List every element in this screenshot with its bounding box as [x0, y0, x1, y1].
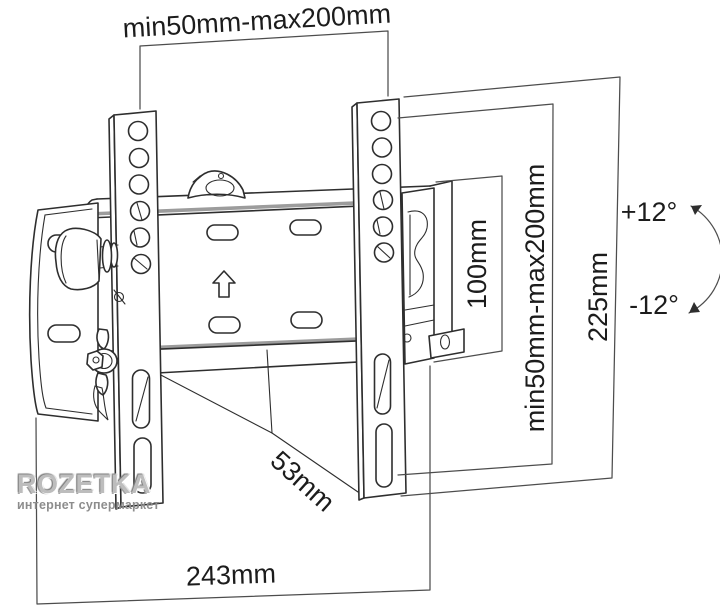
- tilt-arrow-down-icon: [689, 302, 700, 313]
- mount-slot: [208, 316, 241, 334]
- dim-top-width-line: [139, 30, 389, 110]
- watermark: ROZETKA интернет супермаркет: [17, 471, 160, 512]
- dim-overall-height-line: [400, 76, 621, 497]
- right-clamp-assembly: [401, 187, 465, 365]
- mount-slot: [206, 224, 239, 241]
- watermark-tagline: интернет супермаркет: [17, 498, 160, 512]
- depth-projection-lines: [156, 349, 359, 493]
- watermark-brand: ROZETKA: [17, 469, 151, 499]
- dim-vesa-vertical-line: [433, 175, 503, 363]
- locking-clip: [187, 170, 246, 199]
- mount-slot: [290, 311, 323, 329]
- up-arrow-icon: [212, 270, 236, 298]
- left-side-assembly: [28, 202, 119, 422]
- dim-overall-width-label: 243mm: [185, 558, 276, 591]
- dim-overall-width-line: [35, 365, 431, 605]
- tilt-arc: [688, 205, 720, 314]
- dim-vertical-range-label: min50mm-max200mm: [520, 164, 550, 433]
- left-tv-rail: [108, 110, 164, 510]
- tilt-down-label: -12°: [629, 290, 679, 320]
- wing-bolt: [86, 328, 118, 421]
- mount-slot: [289, 219, 322, 236]
- dim-top-width-label: min50mm-max200mm: [122, 0, 392, 43]
- right-tv-rail: [351, 98, 412, 501]
- dim-overall-height-label: 225mm: [583, 252, 613, 342]
- dim-vertical-range-line: [397, 103, 554, 476]
- tilt-up-label: +12°: [621, 197, 678, 227]
- tilt-knob: [54, 227, 119, 291]
- tilt-arrow-up-icon: [691, 205, 702, 215]
- dimension-lines: [35, 30, 720, 605]
- dim-depth-label: 53mm: [265, 445, 341, 517]
- dim-vesa-vertical-label: 100mm: [462, 219, 492, 309]
